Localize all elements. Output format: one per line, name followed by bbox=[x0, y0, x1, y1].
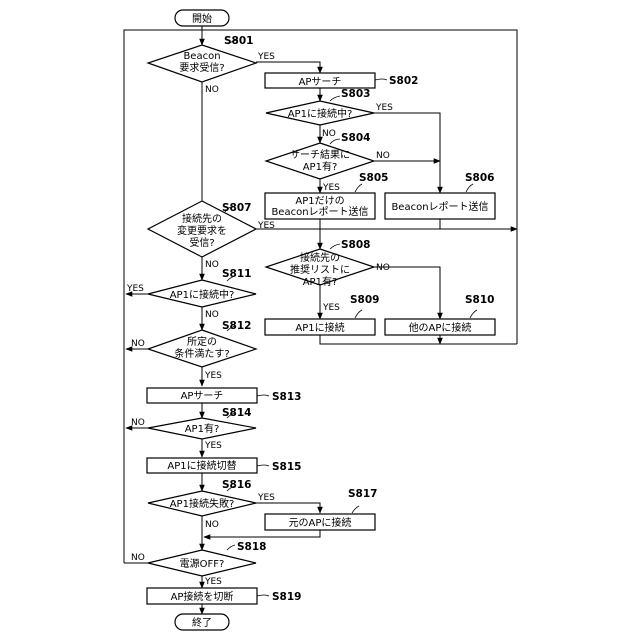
s807-yes-label: YES bbox=[257, 221, 275, 231]
s803-line-1: AP1に接続中? bbox=[288, 107, 353, 120]
s806-leader bbox=[466, 184, 473, 192]
s812-no-label: NO bbox=[131, 339, 145, 349]
s815-leader bbox=[257, 465, 269, 466]
s804-leader bbox=[330, 139, 340, 144]
s818-line-1: 電源OFF? bbox=[180, 557, 225, 570]
shapes: 開始 終了 Beacon 要求受信? APサーチ AP1に接続中? サーチ結果に… bbox=[147, 10, 495, 630]
s809-label: S809 bbox=[350, 294, 379, 306]
s803-label: S803 bbox=[341, 88, 370, 100]
s807-label: S807 bbox=[222, 202, 251, 214]
end-label: 終了 bbox=[192, 616, 212, 629]
s811-label: S811 bbox=[222, 268, 251, 280]
s802-line-1: APサーチ bbox=[299, 76, 342, 88]
s815-line-1: AP1に接続切替 bbox=[167, 459, 236, 472]
edge-s808-no bbox=[374, 267, 440, 319]
s804-line-1: サーチ結果に bbox=[290, 148, 350, 161]
s819-label: S819 bbox=[272, 591, 301, 603]
s808-line-2: 推奨リストに bbox=[290, 263, 350, 276]
s807-line-3: 受信? bbox=[189, 237, 214, 249]
s816-label: S816 bbox=[222, 479, 251, 491]
s810-line-1: 他のAPに接続 bbox=[409, 321, 472, 334]
s811-yes-label: YES bbox=[126, 284, 144, 294]
s815-label: S815 bbox=[272, 461, 301, 473]
s812-yes-label: YES bbox=[204, 371, 222, 381]
s809-leader bbox=[355, 310, 362, 318]
s814-no-label: NO bbox=[131, 418, 145, 428]
s812-label: S812 bbox=[222, 320, 251, 332]
s813-label: S813 bbox=[272, 391, 301, 403]
s807-line-2: 変更要求を bbox=[177, 224, 227, 237]
s808-label: S808 bbox=[341, 239, 370, 251]
s809-line-1: AP1に接続 bbox=[295, 321, 344, 334]
s801-yes-label: YES bbox=[257, 52, 275, 62]
s812-line-1: 所定の bbox=[187, 335, 217, 348]
s811-no-label: NO bbox=[205, 310, 219, 320]
s802-leader bbox=[375, 79, 387, 80]
s810-label: S810 bbox=[465, 294, 494, 306]
s808-leader bbox=[330, 244, 340, 249]
s808-line-1: 接続先の bbox=[300, 251, 340, 264]
s816-yes-label: YES bbox=[257, 493, 275, 503]
s805-leader bbox=[355, 184, 362, 192]
s805-line-2: Beaconレポート送信 bbox=[271, 205, 368, 218]
s803-leader bbox=[330, 96, 340, 101]
start-label: 開始 bbox=[192, 12, 212, 25]
s818-no-label: NO bbox=[131, 553, 145, 563]
s802-label: S802 bbox=[389, 75, 418, 87]
s804-decision bbox=[266, 143, 374, 179]
s801-label: S801 bbox=[224, 35, 253, 47]
edge-s801-yes bbox=[256, 62, 320, 73]
s817-label: S817 bbox=[348, 488, 377, 500]
s804-yes-label: YES bbox=[322, 183, 340, 193]
s816-no-label: NO bbox=[205, 520, 219, 530]
s817-line-1: 元のAPに接続 bbox=[289, 516, 352, 529]
s807-no-label: NO bbox=[205, 260, 219, 270]
s813-leader bbox=[257, 395, 269, 396]
s805-label: S805 bbox=[359, 172, 388, 184]
s817-leader bbox=[352, 506, 359, 513]
s819-line-1: AP接続を切断 bbox=[171, 590, 234, 603]
s807-line-1: 接続先の bbox=[182, 212, 222, 225]
s804-label: S804 bbox=[341, 132, 370, 144]
s808-yes-label: YES bbox=[322, 303, 340, 313]
edge-s817-back bbox=[204, 530, 320, 537]
s810-leader bbox=[470, 310, 477, 318]
s812-line-2: 条件満たす? bbox=[174, 347, 229, 360]
s805-line-1: AP1だけの bbox=[295, 195, 344, 207]
s814-label: S814 bbox=[222, 407, 251, 419]
s818-yes-label: YES bbox=[204, 577, 222, 587]
s816-line-1: AP1接続失敗? bbox=[170, 497, 235, 510]
s808-no-label: NO bbox=[376, 263, 390, 273]
s813-line-1: APサーチ bbox=[181, 390, 224, 402]
s818-label: S818 bbox=[237, 541, 266, 553]
s806-label: S806 bbox=[465, 172, 494, 184]
s801-line-2: 要求受信? bbox=[179, 62, 224, 74]
s811-line-1: AP1に接続中? bbox=[170, 288, 235, 301]
s803-no-label: NO bbox=[322, 129, 336, 139]
s808-line-3: AP1有? bbox=[303, 275, 338, 288]
s818-leader bbox=[227, 545, 235, 550]
s819-leader bbox=[257, 595, 269, 596]
s801-no-label: NO bbox=[205, 85, 219, 95]
s801-line-1: Beacon bbox=[183, 51, 220, 62]
edge-s816-yes bbox=[256, 503, 320, 513]
edge-s809-join bbox=[320, 335, 517, 344]
s804-no-label: NO bbox=[376, 151, 390, 161]
s803-yes-label: YES bbox=[375, 103, 393, 113]
s804-line-2: AP1有? bbox=[303, 160, 338, 173]
s814-yes-label: YES bbox=[204, 441, 222, 451]
s814-line-1: AP1有? bbox=[185, 422, 220, 435]
s806-line-1: Beaconレポート送信 bbox=[391, 200, 488, 213]
